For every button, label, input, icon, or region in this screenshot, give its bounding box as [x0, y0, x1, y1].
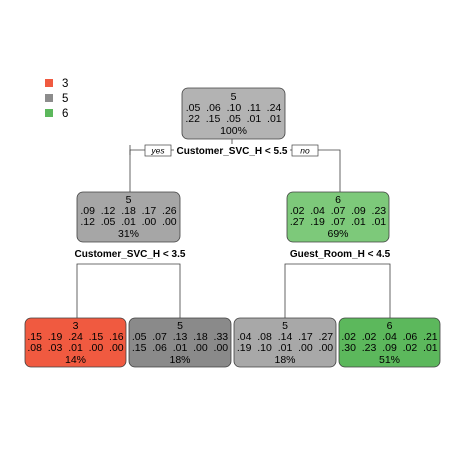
- legend-label-3: 3: [62, 78, 68, 90]
- legend: 3 5 6: [45, 78, 68, 120]
- node-leaf-3: 5 .04 .08 .14 .17 .27 .19 .10 .01 .00 .0…: [233, 317, 337, 368]
- node-right-row1: .02 .04 .07 .09 .23: [290, 205, 386, 217]
- yes-tag: yes: [150, 146, 165, 156]
- node-leaf-1-row2: .08 .03 .01 .00 .00: [27, 342, 123, 354]
- node-root-row1: .05 .06 .10 .11 .24: [186, 102, 282, 114]
- node-leaf-2-row2: .15 .06 .01 .00 .00: [132, 342, 228, 354]
- node-right-row2: .27 .19 .07 .01 .01: [290, 216, 386, 228]
- node-root: 5 .05 .06 .10 .11 .24 .22 .15 .05 .01 .0…: [181, 87, 286, 140]
- node-leaf-3-box: [233, 317, 337, 368]
- edge-left-children: [76, 263, 181, 318]
- node-left: 5 .09 .12 .18 .17 .26 .12 .05 .01 .00 .0…: [76, 191, 181, 243]
- node-left-class: 5: [126, 194, 132, 206]
- node-leaf-2-pct: 18%: [169, 354, 190, 366]
- node-leaf-4-pct: 51%: [379, 354, 400, 366]
- node-leaf-4-box: [338, 317, 441, 368]
- node-right: 6 .02 .04 .07 .09 .23 .27 .19 .07 .01 .0…: [286, 191, 390, 243]
- node-leaf-4-row1: .02 .02 .04 .06 .21: [341, 331, 437, 343]
- node-root-row2: .22 .15 .05 .01 .01: [185, 113, 281, 125]
- node-leaf-1-class: 3: [73, 320, 79, 332]
- node-leaf-2-class: 5: [177, 320, 183, 332]
- yes-tag-box: [144, 144, 172, 157]
- split-left-bg: [70, 247, 190, 260]
- split-label-left: Customer_SVC_H < 3.5: [75, 249, 186, 260]
- node-left-box: [76, 191, 181, 243]
- legend-swatch-3: [45, 79, 53, 87]
- node-leaf-2-box: [128, 317, 232, 368]
- no-tag: no: [300, 146, 310, 156]
- node-leaf-3-row1: .04 .08 .14 .17 .27: [237, 331, 333, 343]
- node-leaf-3-class: 5: [282, 320, 288, 332]
- split-root-bg: [174, 144, 290, 157]
- node-leaf-4-row2: .30 .23 .09 .02 .01: [341, 342, 437, 354]
- legend-label-6: 6: [62, 108, 68, 120]
- no-tag-box: [291, 144, 319, 157]
- node-leaf-1-pct: 14%: [65, 354, 86, 366]
- node-leaf-3-pct: 18%: [274, 354, 295, 366]
- node-leaf-4: 6 .02 .02 .04 .06 .21 .30 .23 .09 .02 .0…: [338, 317, 441, 368]
- node-root-box: [181, 87, 286, 140]
- node-leaf-4-class: 6: [387, 320, 393, 332]
- node-root-class: 5: [231, 91, 237, 103]
- node-right-class: 6: [335, 194, 341, 206]
- split-labels: Customer_SVC_H < 5.5 Customer_SVC_H < 3.…: [70, 144, 396, 260]
- node-root-pct: 100%: [220, 125, 247, 137]
- legend-label-5: 5: [62, 93, 68, 105]
- node-right-box: [286, 191, 390, 243]
- branch-tags: yes no: [144, 144, 319, 157]
- node-right-pct: 69%: [327, 228, 348, 240]
- node-left-pct: 31%: [118, 228, 139, 240]
- split-label-right: Guest_Room_H < 4.5: [290, 249, 391, 260]
- node-left-row1: .09 .12 .18 .17 .26: [80, 205, 176, 217]
- split-label-root: Customer_SVC_H < 5.5: [177, 146, 288, 157]
- legend-swatch-6: [45, 109, 53, 117]
- legend-swatch-5: [45, 94, 53, 102]
- node-left-row2: .12 .05 .01 .00 .00: [80, 216, 176, 228]
- node-leaf-1: 3 .15 .19 .24 .15 .16 .08 .03 .01 .00 .0…: [24, 317, 127, 368]
- split-right-bg: [284, 247, 396, 260]
- edge-right-children: [284, 263, 391, 318]
- node-leaf-2: 5 .05 .07 .13 .18 .33 .15 .06 .01 .00 .0…: [128, 317, 232, 368]
- node-leaf-1-box: [24, 317, 127, 368]
- node-leaf-2-row1: .05 .07 .13 .18 .33: [132, 331, 228, 343]
- node-leaf-1-row1: .15 .19 .24 .15 .16: [27, 331, 123, 343]
- node-leaf-3-row2: .19 .10 .01 .00 .00: [237, 342, 333, 354]
